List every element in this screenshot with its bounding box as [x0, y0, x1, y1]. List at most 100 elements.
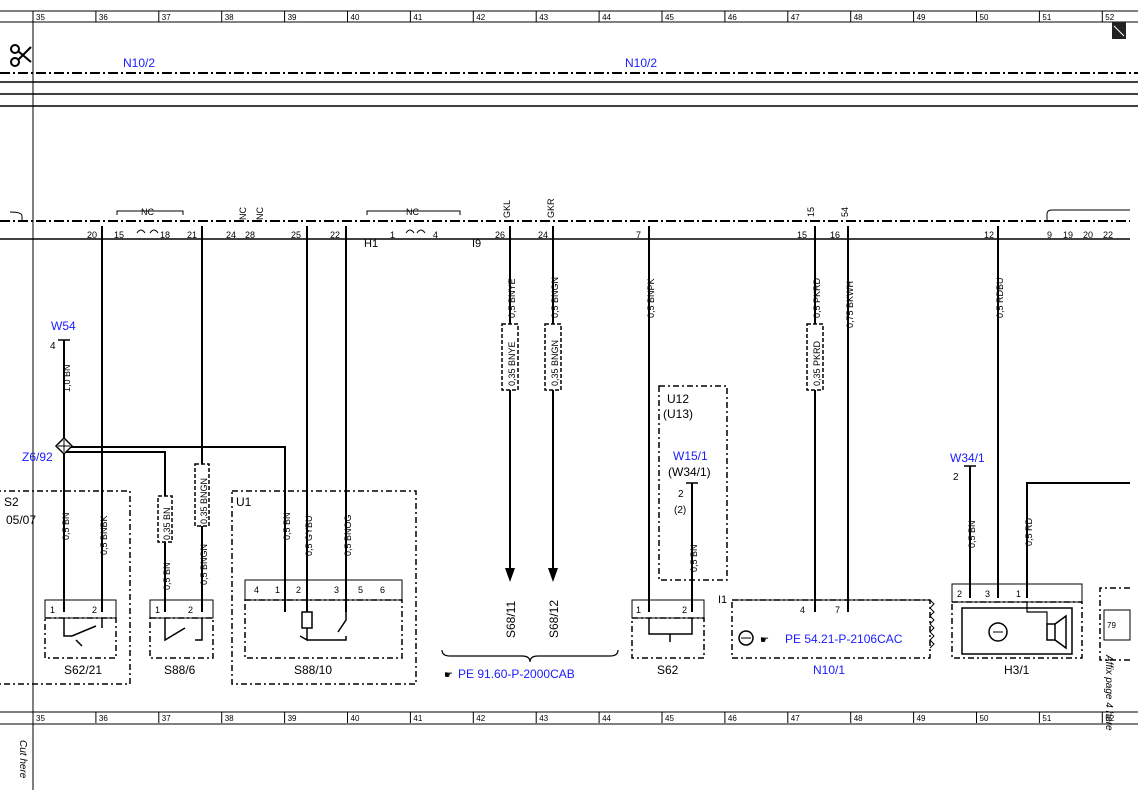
pin-label: 20	[1083, 230, 1093, 240]
w34-pin: 2	[953, 472, 959, 483]
grid-number: 39	[288, 13, 297, 22]
grid-number: 43	[539, 13, 548, 22]
grid-number: 52	[1105, 13, 1114, 22]
wire-label: 0,5 BN	[162, 562, 172, 590]
pin-label: 4	[433, 230, 438, 240]
grid-number: 49	[917, 13, 926, 22]
pin-label: 9	[1047, 230, 1052, 240]
grid-number: 37	[162, 714, 171, 723]
w15-pin2: (2)	[674, 505, 686, 516]
w15-1-label: W15/1	[673, 449, 708, 463]
w54-wire: 1,0 BN	[62, 364, 72, 392]
i9-label: I9	[472, 238, 481, 250]
pin-label: 2	[296, 585, 301, 595]
pin-label: 19	[1063, 230, 1073, 240]
svg-text:2: 2	[92, 605, 97, 615]
svg-text:1: 1	[155, 605, 160, 615]
n10-2-label-left: N10/2	[123, 56, 155, 70]
grid-number: 41	[413, 13, 422, 22]
grid-number: 38	[225, 13, 234, 22]
u13-label: (U13)	[663, 407, 693, 421]
pin-label: 15	[114, 230, 124, 240]
s2-sub-label: 05/07	[6, 513, 36, 527]
svg-text:4: 4	[800, 605, 805, 615]
grid-number: 40	[351, 714, 360, 723]
svg-text:1: 1	[1016, 589, 1021, 599]
nc-label-3: NC	[238, 207, 248, 220]
s2-label: S2	[4, 495, 19, 509]
grid-number: 51	[1042, 13, 1051, 22]
s88-6-label: S88/6	[164, 663, 196, 677]
n10-1-label: N10/1	[813, 663, 845, 677]
s62-21-label: S62/21	[64, 663, 102, 677]
w34-1-label: W34/1	[950, 451, 985, 465]
svg-text:1: 1	[50, 605, 55, 615]
s62-21-switch: 1 2 S62/21	[44, 599, 117, 677]
pin-label: 24	[226, 230, 236, 240]
pin-label: 4	[254, 585, 259, 595]
grid-number: 36	[99, 714, 108, 723]
grid-number: 50	[980, 714, 989, 723]
svg-text:2: 2	[957, 589, 962, 599]
wire-label: 0,5 BNOG	[343, 514, 353, 556]
grid-number: 41	[413, 714, 422, 723]
connector-pins: 20 15 18 21 24 28 25 22 1 4 26 24 7 15 1…	[87, 230, 1113, 240]
svg-text:2: 2	[188, 605, 193, 615]
pe-9160-link[interactable]: PE 91.60-P-2000CAB	[458, 667, 575, 681]
grid-number: 48	[854, 13, 863, 22]
grid-number: 35	[36, 13, 45, 22]
wire-label: 0,5 BN	[61, 512, 71, 540]
hand-pointer-icon: ☛	[760, 635, 769, 646]
wire-label: 0,5 BNGN	[199, 544, 209, 585]
svg-text:2: 2	[682, 605, 687, 615]
z692-label: Z6/92	[22, 450, 53, 464]
s68-11-label: S68/11	[504, 601, 518, 638]
grid-number: 50	[980, 13, 989, 22]
s88-6-switch: 1 2 S88/6	[149, 599, 214, 677]
grid-number: 46	[728, 13, 737, 22]
junction-z692	[54, 436, 74, 456]
grid-number: 45	[665, 13, 674, 22]
svg-text:3: 3	[985, 589, 990, 599]
grid-number: 52	[1105, 714, 1114, 723]
pin-15-label: 15	[806, 207, 816, 217]
wire-label: 0,5 BNBK	[99, 515, 109, 555]
grid-number: 43	[539, 714, 548, 723]
grid-number: 42	[476, 13, 485, 22]
grid-number: 39	[288, 714, 297, 723]
h3-1-label: H3/1	[1004, 663, 1030, 677]
grid-number: 35	[36, 714, 45, 723]
svg-text:79: 79	[1107, 621, 1116, 630]
grid-number: 36	[99, 13, 108, 22]
cut-here-text: Cut here	[17, 740, 28, 779]
pin-label: 16	[830, 230, 840, 240]
wire-label: 0,5 BNPK	[646, 278, 656, 318]
pin-label: 1	[390, 230, 395, 240]
wire-label: 0,5 RDBU	[995, 277, 1005, 318]
s62-label: S62	[657, 663, 679, 677]
pin-label: 28	[245, 230, 255, 240]
pin-54-label: 54	[840, 207, 850, 217]
pin-label: 6	[380, 585, 385, 595]
pe-5421-link[interactable]: PE 54.21-P-2106CAC	[785, 632, 903, 646]
wire-label: 0,35 BNGN	[550, 340, 560, 386]
wire-label: 0,5 RD	[1024, 517, 1034, 546]
gkl-label: GKL	[502, 200, 512, 218]
pin-label: 22	[1103, 230, 1113, 240]
grid-number: 46	[728, 714, 737, 723]
w34-1-paren-label: (W34/1)	[668, 465, 711, 479]
w54-label: W54	[51, 319, 76, 333]
pin-label: 12	[984, 230, 994, 240]
hand-pointer-icon: ☛	[444, 670, 453, 681]
wire-label: 0,35 BNGN	[199, 478, 209, 524]
pin-label: 22	[330, 230, 340, 240]
wire-label: 0,5 BN	[282, 512, 292, 540]
s88-10-switch: 4 1 2 3 5 6 S88/10	[244, 579, 403, 677]
grid-number: 44	[602, 13, 611, 22]
wire-labels: 0,5 BN 0,5 BNBK 0,35 BN 0,5 BN 0,35 BNGN…	[61, 277, 1034, 590]
pin-label: 15	[797, 230, 807, 240]
